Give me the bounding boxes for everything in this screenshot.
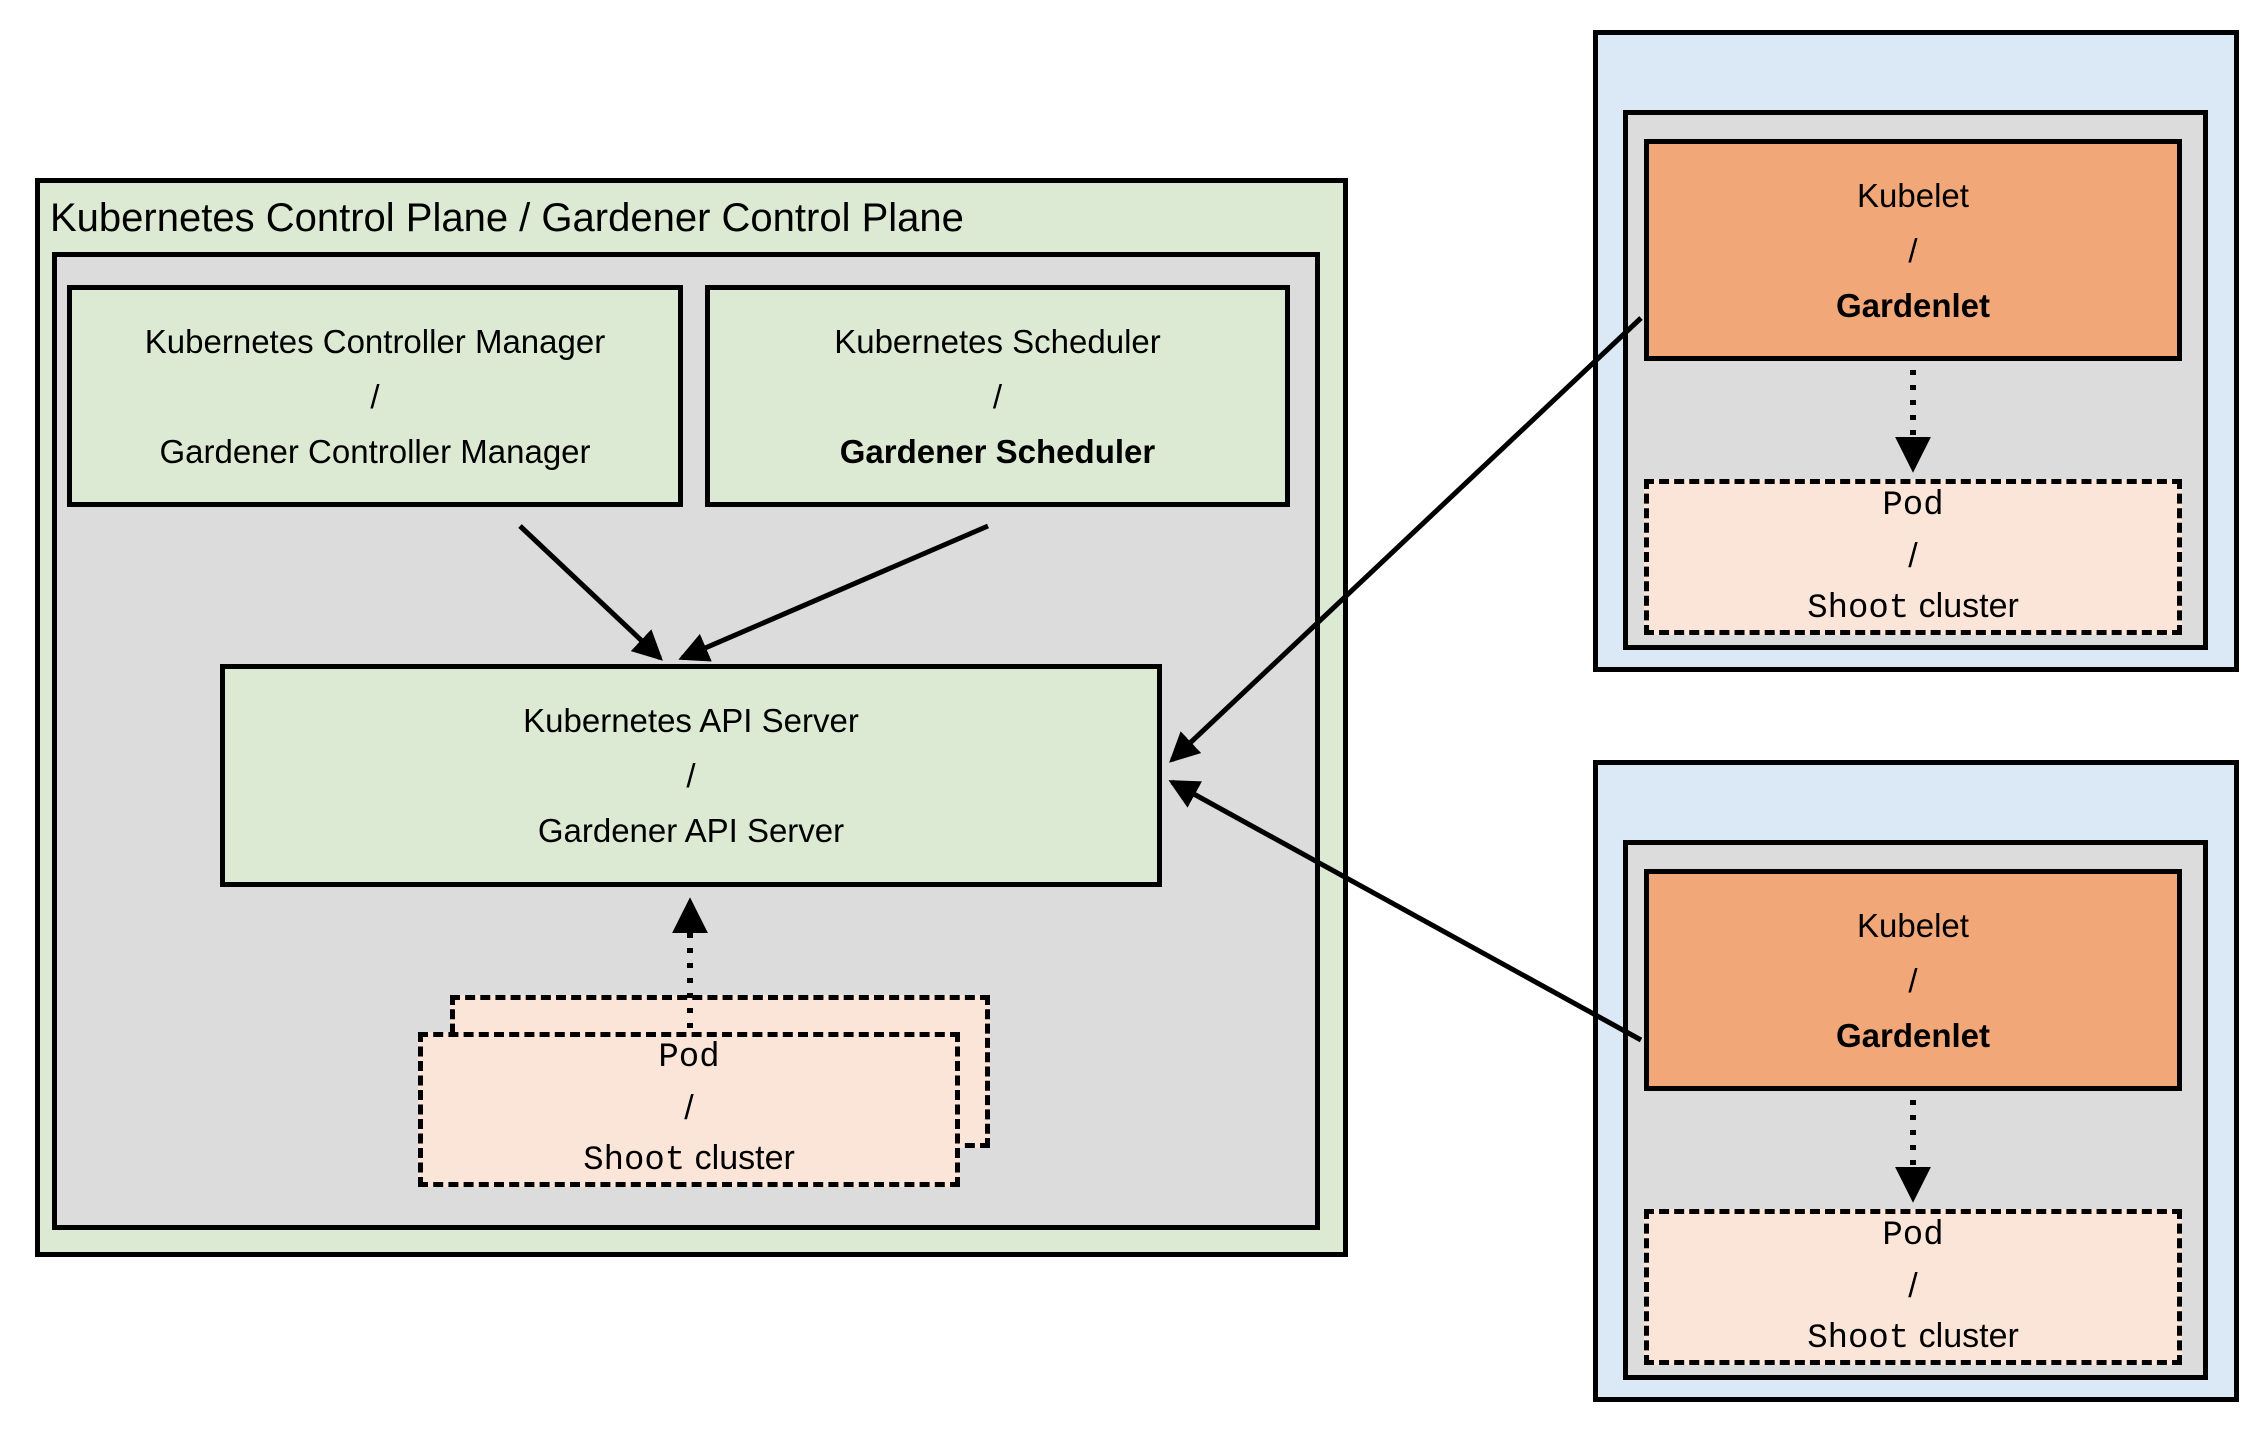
pod-b-line2-text: cluster [1918, 1316, 2019, 1355]
pod-line1: Pod [658, 1039, 720, 1077]
kubelet-a-slash: / [1908, 231, 1918, 269]
pod-shoot-box-front: Pod / Shoot cluster [418, 1032, 960, 1187]
pod-slash: / [684, 1089, 694, 1127]
kubelet-b-slash: / [1908, 961, 1918, 999]
pod-a-line1: Pod [1882, 486, 1944, 525]
pod-line2-code: Shoot [583, 1142, 686, 1180]
pod-a-line2-code: Shoot [1807, 589, 1910, 628]
pod-a-line2-text: cluster [1918, 586, 2019, 625]
controller-manager-box: Kubernetes Controller Manager / Gardener… [67, 285, 683, 507]
kubelet-b-line2: Gardenlet [1835, 1016, 1991, 1054]
pod-shoot-box-b: Pod / Shoot cluster [1644, 1209, 2182, 1365]
scheduler-line2: Gardener Scheduler [839, 432, 1156, 470]
worker-node-a-title: Worker Node A / Seed Cluster A [1593, 52, 2266, 100]
api-server-line2: Gardener API Server [537, 812, 845, 849]
pod-b-slash: / [1908, 1266, 1918, 1305]
controller-manager-line1: Kubernetes Controller Manager [144, 322, 606, 360]
pod-shoot-box-a: Pod / Shoot cluster [1644, 479, 2182, 635]
pod-a-line2: Shoot cluster [1807, 581, 2019, 634]
scheduler-slash: / [992, 377, 1003, 415]
pod-b-line1: Pod [1882, 1216, 1944, 1255]
kubelet-a-box: Kubelet / Gardenlet [1644, 139, 2182, 361]
controller-manager-slash: / [370, 377, 380, 415]
kubelet-b-box: Kubelet / Gardenlet [1644, 869, 2182, 1091]
scheduler-box: Kubernetes Scheduler / Gardener Schedule… [705, 285, 1290, 507]
pod-line2-text: cluster [694, 1139, 795, 1177]
kubelet-a-line2: Gardenlet [1835, 286, 1991, 324]
kubelet-b-line1: Kubelet [1857, 906, 1969, 944]
pod-b-line2-code: Shoot [1807, 1319, 1910, 1358]
api-server-line1: Kubernetes API Server [523, 702, 859, 739]
worker-node-b-title: Worker Node B / Seed Cluster B [1593, 782, 2266, 830]
pod-line2: Shoot cluster [583, 1133, 795, 1186]
api-server-slash: / [686, 757, 696, 794]
scheduler-line1: Kubernetes Scheduler [834, 322, 1161, 360]
control-plane-title: Kubernetes Control Plane / Gardener Cont… [50, 196, 964, 240]
pod-a-slash: / [1908, 536, 1918, 575]
controller-manager-line2: Gardener Controller Manager [159, 432, 591, 470]
kubelet-a-line1: Kubelet [1857, 176, 1969, 214]
api-server-box: Kubernetes API Server / Gardener API Ser… [220, 664, 1162, 887]
pod-b-line2: Shoot cluster [1807, 1311, 2019, 1364]
